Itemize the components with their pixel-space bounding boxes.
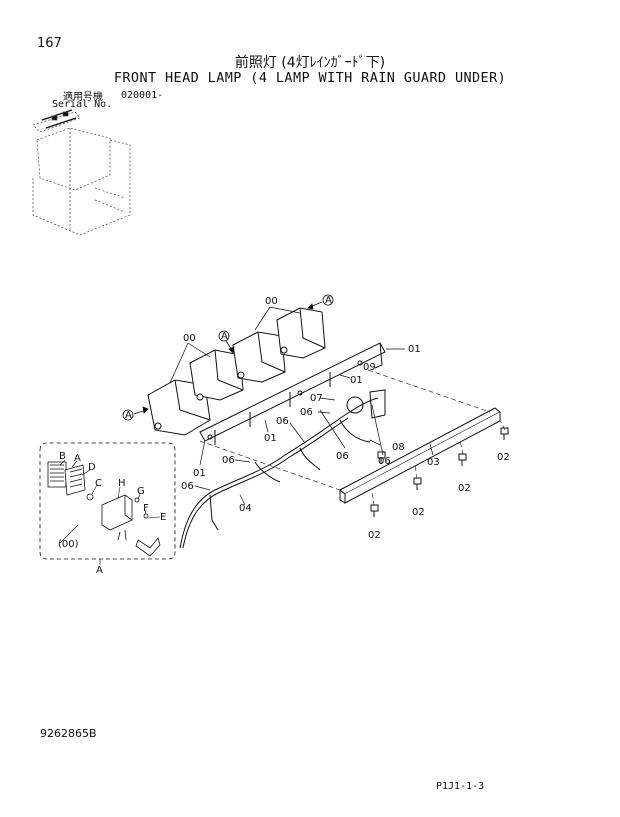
detail-assembly-label: (00) (58, 539, 79, 550)
callout-08: 08 (392, 442, 405, 453)
page-number: 167 (37, 36, 62, 51)
serial-label-japanese: 適用号機 (63, 92, 103, 103)
callout-06-d: 06 (181, 481, 194, 492)
callout-09: 09 (363, 362, 376, 373)
callout-01-mid: 01 (350, 375, 363, 386)
callout-03: 03 (427, 457, 440, 468)
detail-label-f: F (143, 503, 149, 514)
callout-06-f: 06 (378, 456, 391, 467)
callout-04: 04 (239, 503, 252, 514)
lamp-housings (147, 307, 326, 436)
bolts (370, 427, 509, 517)
callout-02-d: 02 (368, 530, 381, 541)
detail-label-d: D (88, 462, 96, 473)
callout-00-top: 00 (265, 296, 278, 307)
page-code: P1J1-1-3 (436, 781, 485, 792)
detail-label-h: H (118, 478, 126, 489)
document-number: 9262865B (40, 727, 97, 740)
machine-thumbnail (32, 109, 131, 236)
callout-06-c: 06 (222, 455, 235, 466)
callout-leaders (169, 306, 434, 506)
callout-06-e: 06 (336, 451, 349, 462)
view-markers (122, 294, 334, 421)
title-japanese: 前照灯 (4灯ﾚｲﾝｶﾞｰﾄﾞ下) (234, 55, 386, 71)
callout-02-c: 02 (412, 507, 425, 518)
detail-view-reference: A (96, 565, 103, 576)
serial-range: 020001- (121, 90, 164, 101)
callout-labels: 00 00 A A A 01 01 01 01 09 07 06 06 06 0… (125, 295, 510, 541)
detail-label-g: G (137, 486, 145, 497)
callout-a-2: A (221, 331, 228, 342)
callout-a-1: A (325, 295, 332, 306)
callout-01-left: 01 (193, 468, 206, 479)
rain-guard-plate (339, 407, 501, 504)
mounting-bracket (199, 342, 386, 445)
callout-01-lower: 01 (264, 433, 277, 444)
callout-02-a: 02 (497, 452, 510, 463)
callout-01-right: 01 (408, 344, 421, 355)
wire-harness (179, 389, 386, 549)
callout-06-b: 06 (276, 416, 289, 427)
title-english: FRONT HEAD LAMP (4 LAMP WITH RAIN GUARD … (113, 70, 507, 86)
detail-label-e: E (160, 512, 166, 523)
detail-view-a: B A D C H G F E (00) A (39, 442, 176, 576)
callout-07: 07 (310, 393, 323, 404)
leader-lines (199, 369, 506, 507)
callout-00-mid: 00 (183, 333, 196, 344)
callout-06-a: 06 (300, 407, 313, 418)
detail-label-b: B (59, 451, 66, 462)
detail-label-c: C (95, 478, 102, 489)
detail-label-a: A (74, 453, 81, 464)
callout-02-b: 02 (458, 483, 471, 494)
serial-label-english: Serial No. (52, 99, 113, 110)
callout-a-3: A (125, 410, 132, 421)
